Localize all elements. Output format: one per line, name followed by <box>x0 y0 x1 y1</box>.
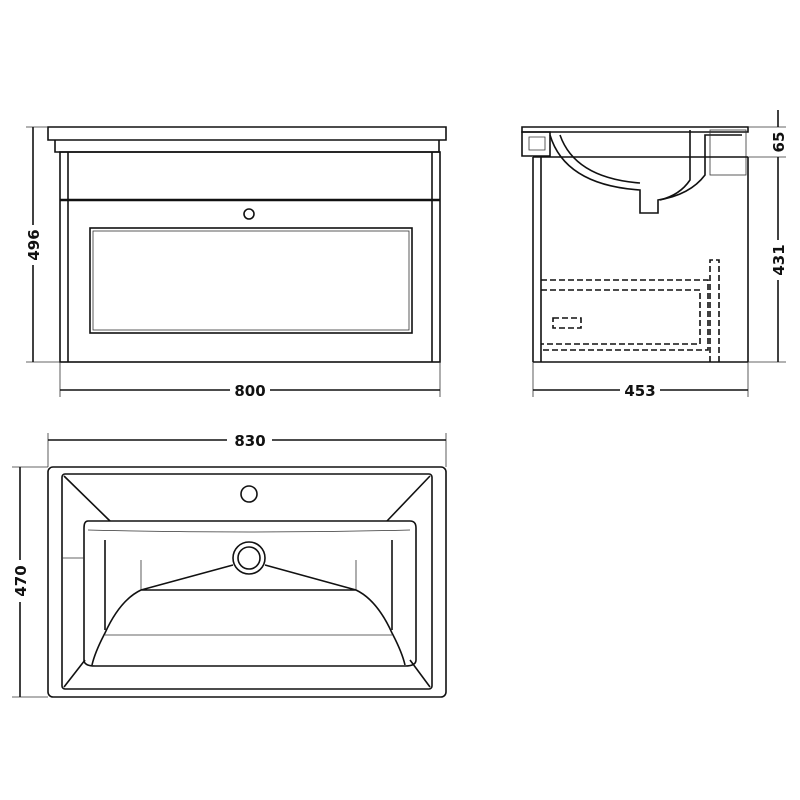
dimension-side-cabinet-height: 431 <box>748 157 788 363</box>
dimension-label: 496 <box>25 229 43 260</box>
dimension-front-height: 496 <box>25 126 60 363</box>
drawer-knob-icon <box>243 208 255 220</box>
dimension-label: 470 <box>12 565 30 596</box>
dimension-side-depth: 453 <box>532 362 749 400</box>
dimension-label: 453 <box>624 382 655 400</box>
dimension-front-width: 800 <box>59 362 441 400</box>
dimension-label: 800 <box>234 382 265 400</box>
dimension-top-depth: 470 <box>12 466 48 698</box>
side-view <box>521 126 749 363</box>
dimension-label: 65 <box>770 132 788 153</box>
dimension-label: 830 <box>234 432 265 450</box>
waste-outlet-icon <box>232 541 266 575</box>
dimension-label: 431 <box>770 244 788 275</box>
dimension-top-width: 830 <box>47 432 447 467</box>
tap-hole-icon <box>240 485 258 503</box>
dimension-side-basin-height: 65 <box>748 110 788 158</box>
front-view <box>47 126 447 363</box>
top-view <box>47 466 447 698</box>
